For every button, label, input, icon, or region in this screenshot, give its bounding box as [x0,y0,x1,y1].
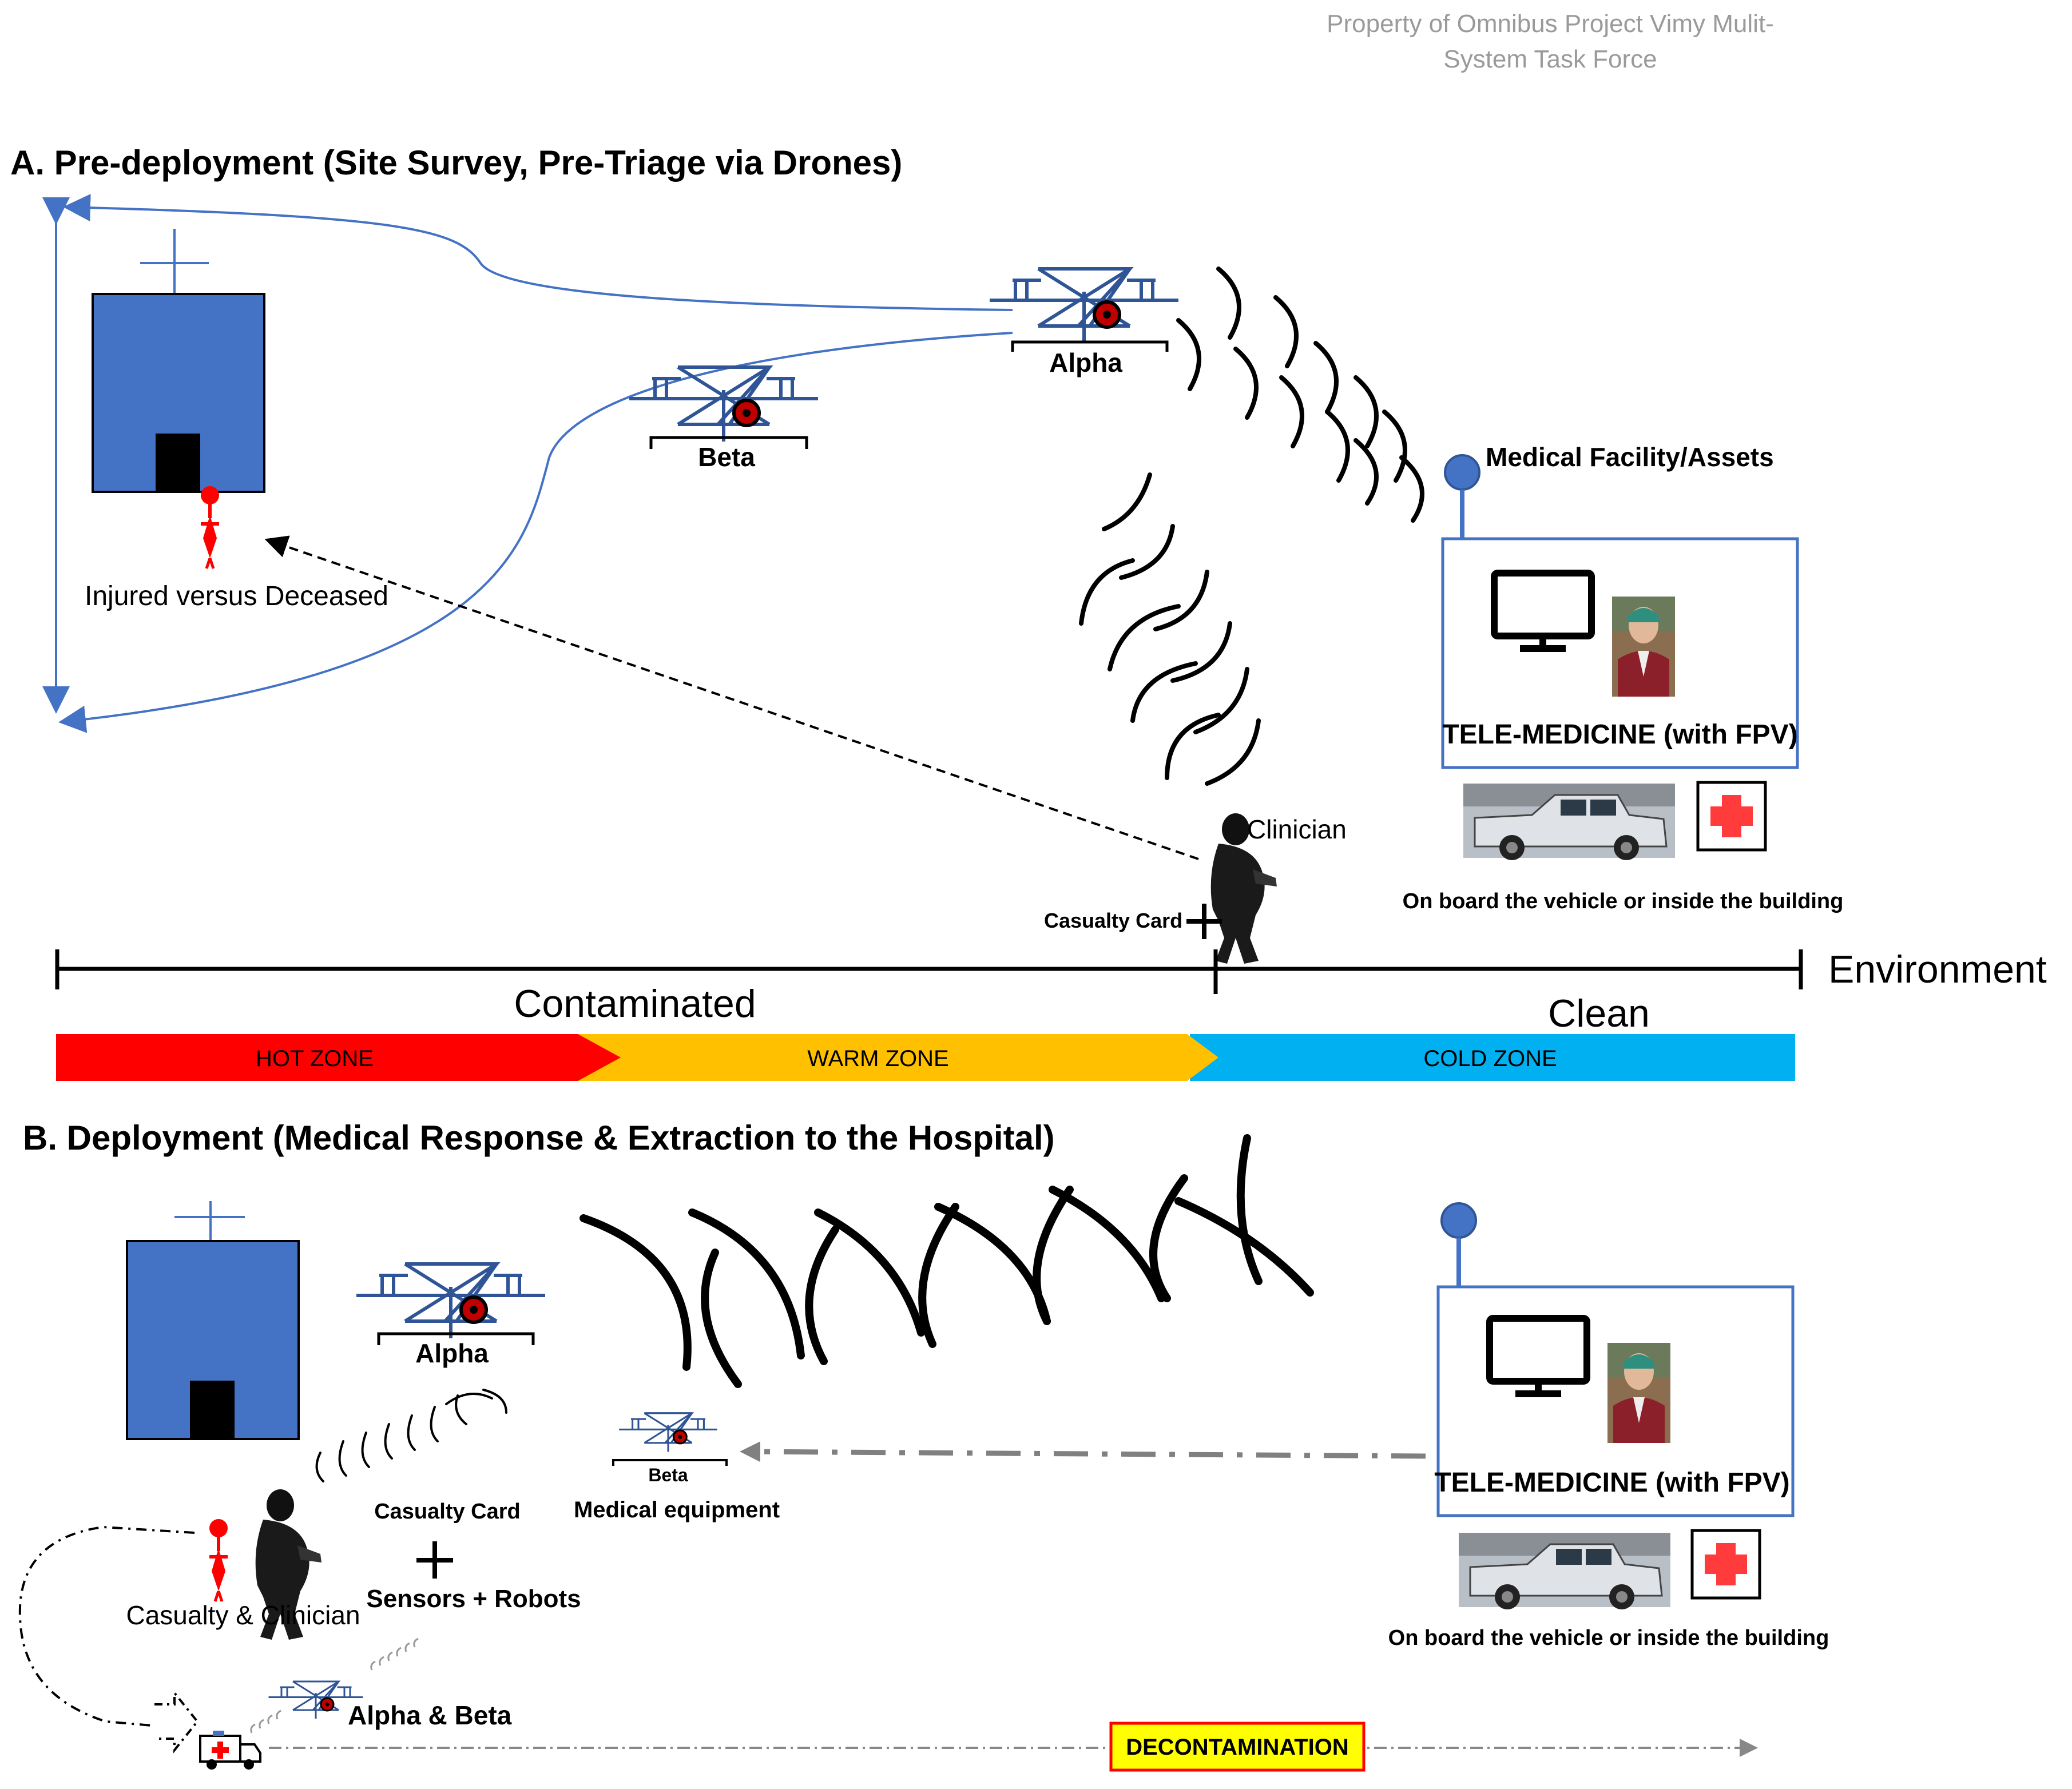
extraction-curved-arrow [18,1525,195,1728]
onboard-label-a: On board the vehicle or inside the build… [1403,889,1844,913]
medical-equipment-label: Medical equipment [574,1497,780,1522]
cold-zone [1190,1034,1795,1081]
onboard-label-b: On board the vehicle or inside the build… [1388,1626,1829,1650]
zone-label-warm: WARM ZONE [807,1046,948,1071]
zone-label-hot: HOT ZONE [256,1046,374,1071]
section-b-title: B. Deployment (Medical Response & Extrac… [23,1119,1055,1157]
watermark-line-1: Property of Omnibus Project Vimy Mulit- [1327,10,1774,38]
signal-waves-tiny [250,1637,419,1734]
sensors-robots-label: Sensors + Robots [366,1585,581,1613]
decontamination-label: DECONTAMINATION [1126,1735,1349,1760]
section-a-title: A. Pre-deployment (Site Survey, Pre-Tria… [10,144,902,182]
doctor-photo [1612,597,1675,697]
drone-alpha-label: Alpha [1049,348,1122,377]
decontamination-box [1109,1722,1366,1772]
injured-person-icon [201,486,219,568]
building-b [126,1201,300,1440]
signal-waves-top [1176,267,1424,523]
signal-waves-vertical [1079,472,1261,786]
drone-beta-b-icon [618,1412,719,1453]
casualty-card-label: Casualty Card [1044,909,1182,932]
signal-waves-small [315,1389,507,1482]
injured-label: Injured versus Deceased [85,581,388,611]
vehicle-photo [1462,782,1676,861]
plus-b-icon [416,1541,453,1579]
contaminated-label: Contaminated [514,982,756,1025]
telemedicine-label-a: TELE-MEDICINE (with FPV) [1442,719,1797,750]
casualty-person-icon [209,1519,228,1601]
casualty-card-b-label: Casualty Card [374,1500,521,1524]
drone-beta-label: Beta [698,442,755,472]
red-cross-icon [1698,782,1765,850]
drone-alpha-icon [990,269,1178,343]
signal-waves-large [579,1134,1314,1388]
clean-label: Clean [1548,992,1650,1035]
dashed-arrow-clinician-to-injured [264,535,1199,860]
vehicle-b-photo [1458,1532,1672,1611]
drone-alpha-b-icon [356,1264,545,1338]
flight-path-beta [58,332,1013,733]
environment-label: Environment [1828,948,2047,991]
watermark-line-2: System Task Force [1443,45,1657,73]
flight-path-alpha [63,194,1013,311]
drone-beta-icon [629,367,818,442]
telemedicine-label-b: TELE-MEDICINE (with FPV) [1434,1468,1789,1498]
environment-axis [55,949,1803,994]
alpha-beta-label: Alpha & Beta [348,1700,512,1730]
warm-zone [575,1034,1218,1081]
casualty-clinician-label: Casualty & Clinician [126,1600,360,1630]
building-a [92,229,265,493]
drone-beta-b-label: Beta [648,1465,688,1485]
ambulance-icon [199,1731,261,1770]
zone-label-cold: COLD ZONE [1423,1046,1557,1071]
clinician-label: Clinician [1247,814,1347,844]
dashdot-arrow-to-beta [740,1441,1426,1462]
facility-label: Medical Facility/Assets [1486,442,1774,472]
plus-icon [1186,904,1222,939]
doctor-b-photo [1607,1343,1670,1443]
zones-bar: HOT ZONE WARM ZONE COLD ZONE [56,1034,1795,1081]
hot-zone [56,1034,621,1081]
drone-alpha-b-label: Alpha [415,1338,489,1368]
red-cross-b-icon [1692,1530,1760,1598]
